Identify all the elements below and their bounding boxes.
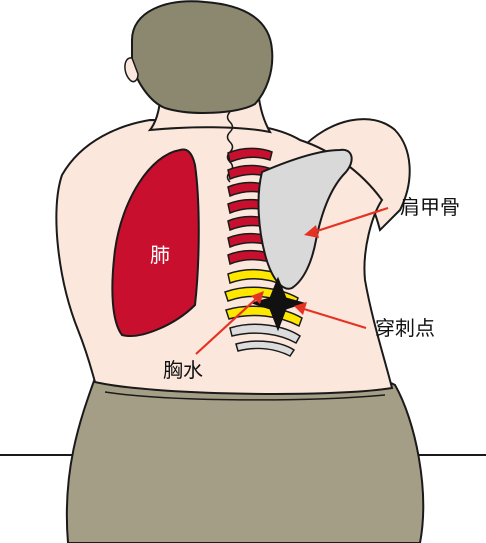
head-hair: [132, 1, 272, 113]
trousers: [67, 377, 423, 543]
puncture-point-label: 穿刺点: [375, 316, 435, 340]
scapula-label: 肩甲骨: [400, 195, 460, 219]
lung-label: 肺: [150, 243, 170, 267]
pleural-effusion-label: 胸水: [163, 358, 203, 382]
